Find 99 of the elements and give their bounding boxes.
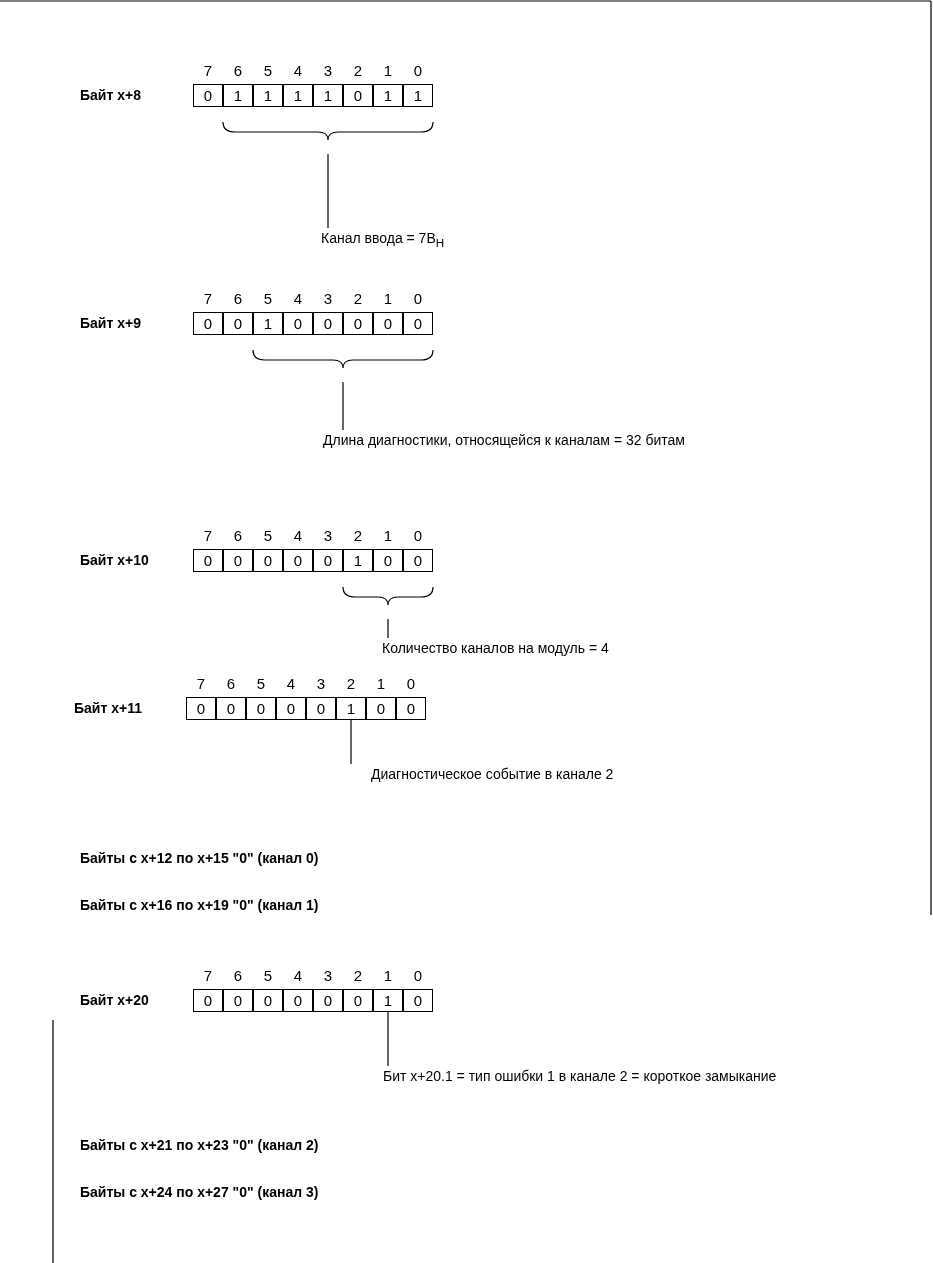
bit-number: 1 <box>382 967 394 984</box>
bit-number: 0 <box>412 527 424 544</box>
bit-cell: 0 <box>186 697 216 720</box>
bit-cell: 0 <box>193 312 223 335</box>
byte-label: Байт x+10 <box>80 552 149 569</box>
bit-number: 6 <box>232 527 244 544</box>
bit-cell: 0 <box>223 549 253 572</box>
bit-cell: 0 <box>193 989 223 1012</box>
bit-cell: 1 <box>403 84 433 107</box>
bit-cell: 0 <box>366 697 396 720</box>
bit-cell: 1 <box>313 84 343 107</box>
bit-number: 5 <box>262 290 274 307</box>
bit-number: 3 <box>315 675 327 692</box>
byte-label: Байт x+8 <box>80 87 141 104</box>
bit-cell: 0 <box>403 549 433 572</box>
bit-number: 2 <box>352 290 364 307</box>
note-text: Байты с x+24 по x+27 "0" (канал 3) <box>80 1184 319 1201</box>
bit-number: 4 <box>292 527 304 544</box>
bit-cell: 0 <box>373 549 403 572</box>
bit-cell: 0 <box>343 312 373 335</box>
bit-cell: 1 <box>373 84 403 107</box>
bit-number: 0 <box>412 967 424 984</box>
bit-number: 0 <box>412 62 424 79</box>
bit-cell: 0 <box>246 697 276 720</box>
bit-number: 7 <box>202 62 214 79</box>
bit-number: 2 <box>352 527 364 544</box>
bit-cell: 0 <box>193 549 223 572</box>
leader-line <box>342 381 344 431</box>
bit-number: 6 <box>232 62 244 79</box>
byte-label: Байт x+20 <box>80 992 149 1009</box>
byte-label: Байт x+11 <box>74 700 142 717</box>
bit-number: 5 <box>262 62 274 79</box>
bit-cell: 0 <box>313 312 343 335</box>
bit-number: 4 <box>285 675 297 692</box>
bit-cell: 0 <box>283 312 313 335</box>
bit-cell: 0 <box>373 312 403 335</box>
bit-cell: 0 <box>403 312 433 335</box>
bit-cell: 0 <box>223 989 253 1012</box>
description-text: Диагностическое событие в канале 2 <box>371 766 614 783</box>
bit-number: 4 <box>292 290 304 307</box>
bit-number: 7 <box>202 527 214 544</box>
bit-number: 1 <box>382 62 394 79</box>
bit-number: 7 <box>202 967 214 984</box>
bit-cell: 0 <box>283 549 313 572</box>
bit-number: 1 <box>382 290 394 307</box>
description-text: Количество каналов на модуль = 4 <box>382 640 609 657</box>
bit-number: 6 <box>225 675 237 692</box>
note-text: Байты с x+21 по x+23 "0" (канал 2) <box>80 1137 319 1154</box>
bit-number: 3 <box>322 527 334 544</box>
description-text: Канал ввода = 7B$_{H}$ <box>321 230 445 251</box>
bit-number: 2 <box>352 967 364 984</box>
bit-cell: 1 <box>336 697 366 720</box>
bit-cell: 0 <box>216 697 246 720</box>
description-text: Длина диагностики, относящейся к каналам = 32 битам <box>323 432 685 449</box>
bit-number: 1 <box>382 527 394 544</box>
bit-cell: 0 <box>313 549 343 572</box>
bit-number: 4 <box>292 967 304 984</box>
bit-cell: 0 <box>313 989 343 1012</box>
note-text: Байты с x+12 по x+15 "0" (канал 0) <box>80 850 319 867</box>
bit-cell: 1 <box>253 312 283 335</box>
description-text: Бит x+20.1 = тип ошибки 1 в канале 2 = короткое замыкание <box>383 1068 863 1085</box>
leader-line <box>350 719 352 765</box>
bit-cell: 0 <box>343 989 373 1012</box>
bit-number: 4 <box>292 62 304 79</box>
bit-cell: 1 <box>343 549 373 572</box>
bit-number: 2 <box>352 62 364 79</box>
bit-number: 6 <box>232 290 244 307</box>
bit-cell: 1 <box>373 989 403 1012</box>
bit-number: 7 <box>202 290 214 307</box>
bit-cell: 0 <box>306 697 336 720</box>
bit-cell: 1 <box>283 84 313 107</box>
leader-line <box>387 1011 389 1067</box>
bit-cell: 0 <box>253 549 283 572</box>
bit-cell: 1 <box>253 84 283 107</box>
bit-cell: 0 <box>396 697 426 720</box>
bit-cell: 0 <box>276 697 306 720</box>
bit-number: 3 <box>322 62 334 79</box>
bit-cell: 0 <box>283 989 313 1012</box>
bit-number: 3 <box>322 290 334 307</box>
bit-number: 5 <box>255 675 267 692</box>
bit-number: 7 <box>195 675 207 692</box>
bit-number: 0 <box>405 675 417 692</box>
bit-cell: 0 <box>253 989 283 1012</box>
bit-cell: 0 <box>223 312 253 335</box>
bit-number: 6 <box>232 967 244 984</box>
note-text: Байты с x+16 по x+19 "0" (канал 1) <box>80 897 319 914</box>
bit-cell: 1 <box>223 84 253 107</box>
bit-number: 5 <box>262 967 274 984</box>
bit-number: 5 <box>262 527 274 544</box>
bit-number: 2 <box>345 675 357 692</box>
bit-number: 1 <box>375 675 387 692</box>
leader-line <box>387 618 389 639</box>
bit-cell: 0 <box>403 989 433 1012</box>
bit-cell: 0 <box>193 84 223 107</box>
bit-number: 3 <box>322 967 334 984</box>
bit-number: 0 <box>412 290 424 307</box>
bit-cell: 0 <box>343 84 373 107</box>
byte-label: Байт x+9 <box>80 315 141 332</box>
leader-line <box>327 153 329 229</box>
